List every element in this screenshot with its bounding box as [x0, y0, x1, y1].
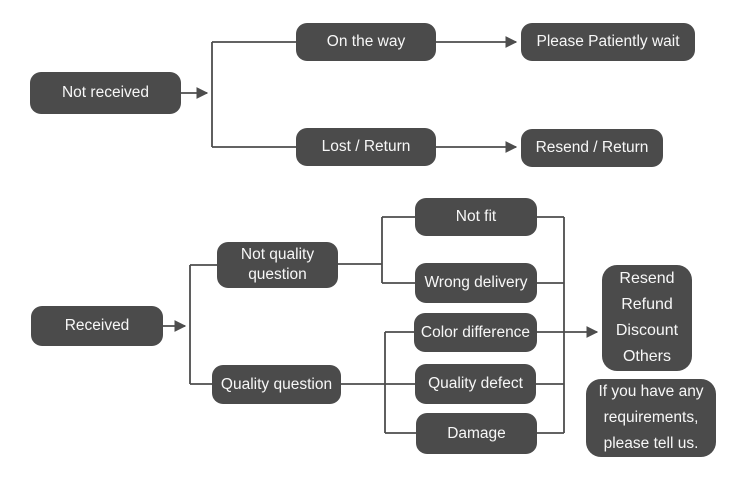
node-received: Received — [31, 306, 163, 346]
node-lost-return: Lost / Return — [296, 128, 436, 166]
node-on-the-way: On the way — [296, 23, 436, 61]
node-resolution-options: Resend Refund Discount Others — [602, 265, 692, 371]
node-quality-defect: Quality defect — [415, 364, 536, 404]
node-not-fit: Not fit — [415, 198, 537, 236]
node-wrong-delivery: Wrong delivery — [415, 263, 537, 303]
node-quality-question: Quality question — [212, 365, 341, 404]
node-requirements-note: If you have any requirements, please tel… — [586, 379, 716, 457]
node-please-patiently-wait: Please Patiently wait — [521, 23, 695, 61]
node-color-difference: Color difference — [414, 313, 537, 352]
node-not-received: Not received — [30, 72, 181, 114]
node-damage: Damage — [416, 413, 537, 454]
node-not-quality-question: Not quality question — [217, 242, 338, 288]
node-resend-return: Resend / Return — [521, 129, 663, 167]
